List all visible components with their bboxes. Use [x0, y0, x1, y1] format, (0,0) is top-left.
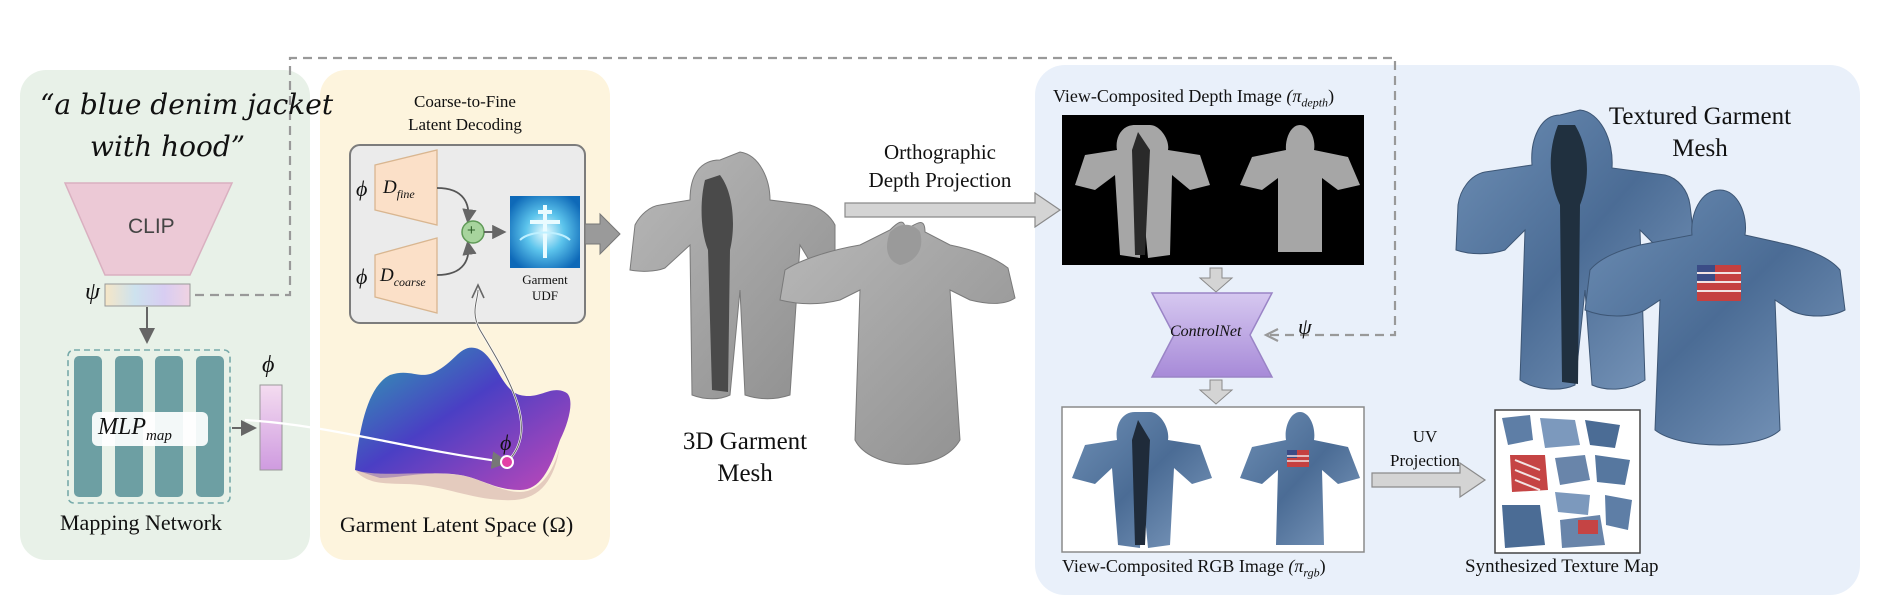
uv-label-2: Projection: [1390, 451, 1460, 470]
phi-symbol-mlp: ϕ: [262, 352, 275, 378]
coarse-decoder-label: Dcoarse: [380, 265, 426, 289]
texture-map-label: Synthesized Texture Map: [1465, 556, 1659, 577]
mlp-frame: [67, 349, 231, 504]
phi-latent-vector: [259, 384, 283, 471]
textured-mesh-label-1: Textured Garment: [1608, 103, 1792, 130]
mlp-label-box: [92, 412, 208, 446]
rgb-image-title: View-Composited RGB Image (πrgb): [1062, 556, 1326, 580]
latent-point: [500, 455, 514, 469]
rgb-garments: [1072, 412, 1360, 548]
phi-symbol-fine: ϕ: [356, 176, 368, 201]
mapping-network-label: Mapping Network: [60, 510, 222, 535]
decoding-title-1: Coarse-to-Fine: [414, 92, 516, 111]
mesh-label-2: Mesh: [717, 460, 773, 487]
psi-symbol-left: ψ: [85, 279, 100, 305]
mesh-label-1: 3D Garment: [682, 428, 808, 455]
mlp-label: MLPmap: [98, 414, 172, 444]
texture-patches: [1502, 415, 1632, 548]
garment-mesh-front: [629, 151, 836, 400]
prompt-line-1: “a blue denim jacket: [40, 88, 334, 121]
latent-space-surface: [355, 347, 571, 490]
psi-symbol-right: ψ: [1298, 314, 1312, 339]
textured-mesh-label-2: Mesh: [1672, 135, 1728, 162]
psi-embedding-bar: [104, 283, 191, 307]
udf-label-1: Garment: [522, 272, 568, 287]
coarse-decoder-shape: [374, 237, 438, 314]
prompt-line-2: with hood”: [90, 130, 246, 163]
projection-label-2: Depth Projection: [868, 168, 1012, 192]
latent-space-label: Garment Latent Space (Ω): [340, 512, 574, 537]
controlnet-label: ControlNet: [1170, 323, 1242, 340]
fine-decoder-label: Dfine: [383, 177, 415, 201]
fine-decoder-shape: [374, 149, 438, 226]
decoder-output-arrow: [584, 212, 621, 256]
clip-label: CLIP: [128, 215, 175, 238]
garment-mesh-back: [779, 221, 1016, 465]
projection-label-1: Orthographic: [884, 140, 996, 164]
udf-label-2: UDF: [531, 288, 558, 303]
projection-arrow: [844, 191, 1062, 229]
decoding-title-2: Latent Decoding: [408, 115, 522, 134]
phi-symbol-coarse: ϕ: [356, 264, 368, 289]
uv-projection-arrow: [1371, 461, 1487, 499]
plus-symbol: +: [467, 222, 476, 239]
controlnet-shape: [1150, 292, 1274, 378]
uv-label-1: UV: [1412, 427, 1438, 446]
textured-garment-front: [1455, 109, 1696, 390]
phi-symbol-point: ϕ: [500, 430, 512, 455]
textured-garment-back: [1584, 189, 1846, 446]
psi-condition-line: [195, 56, 1397, 337]
depth-image-title: View-Composited Depth Image (πdepth): [1053, 86, 1335, 110]
clip-encoder-shape: [63, 182, 234, 276]
